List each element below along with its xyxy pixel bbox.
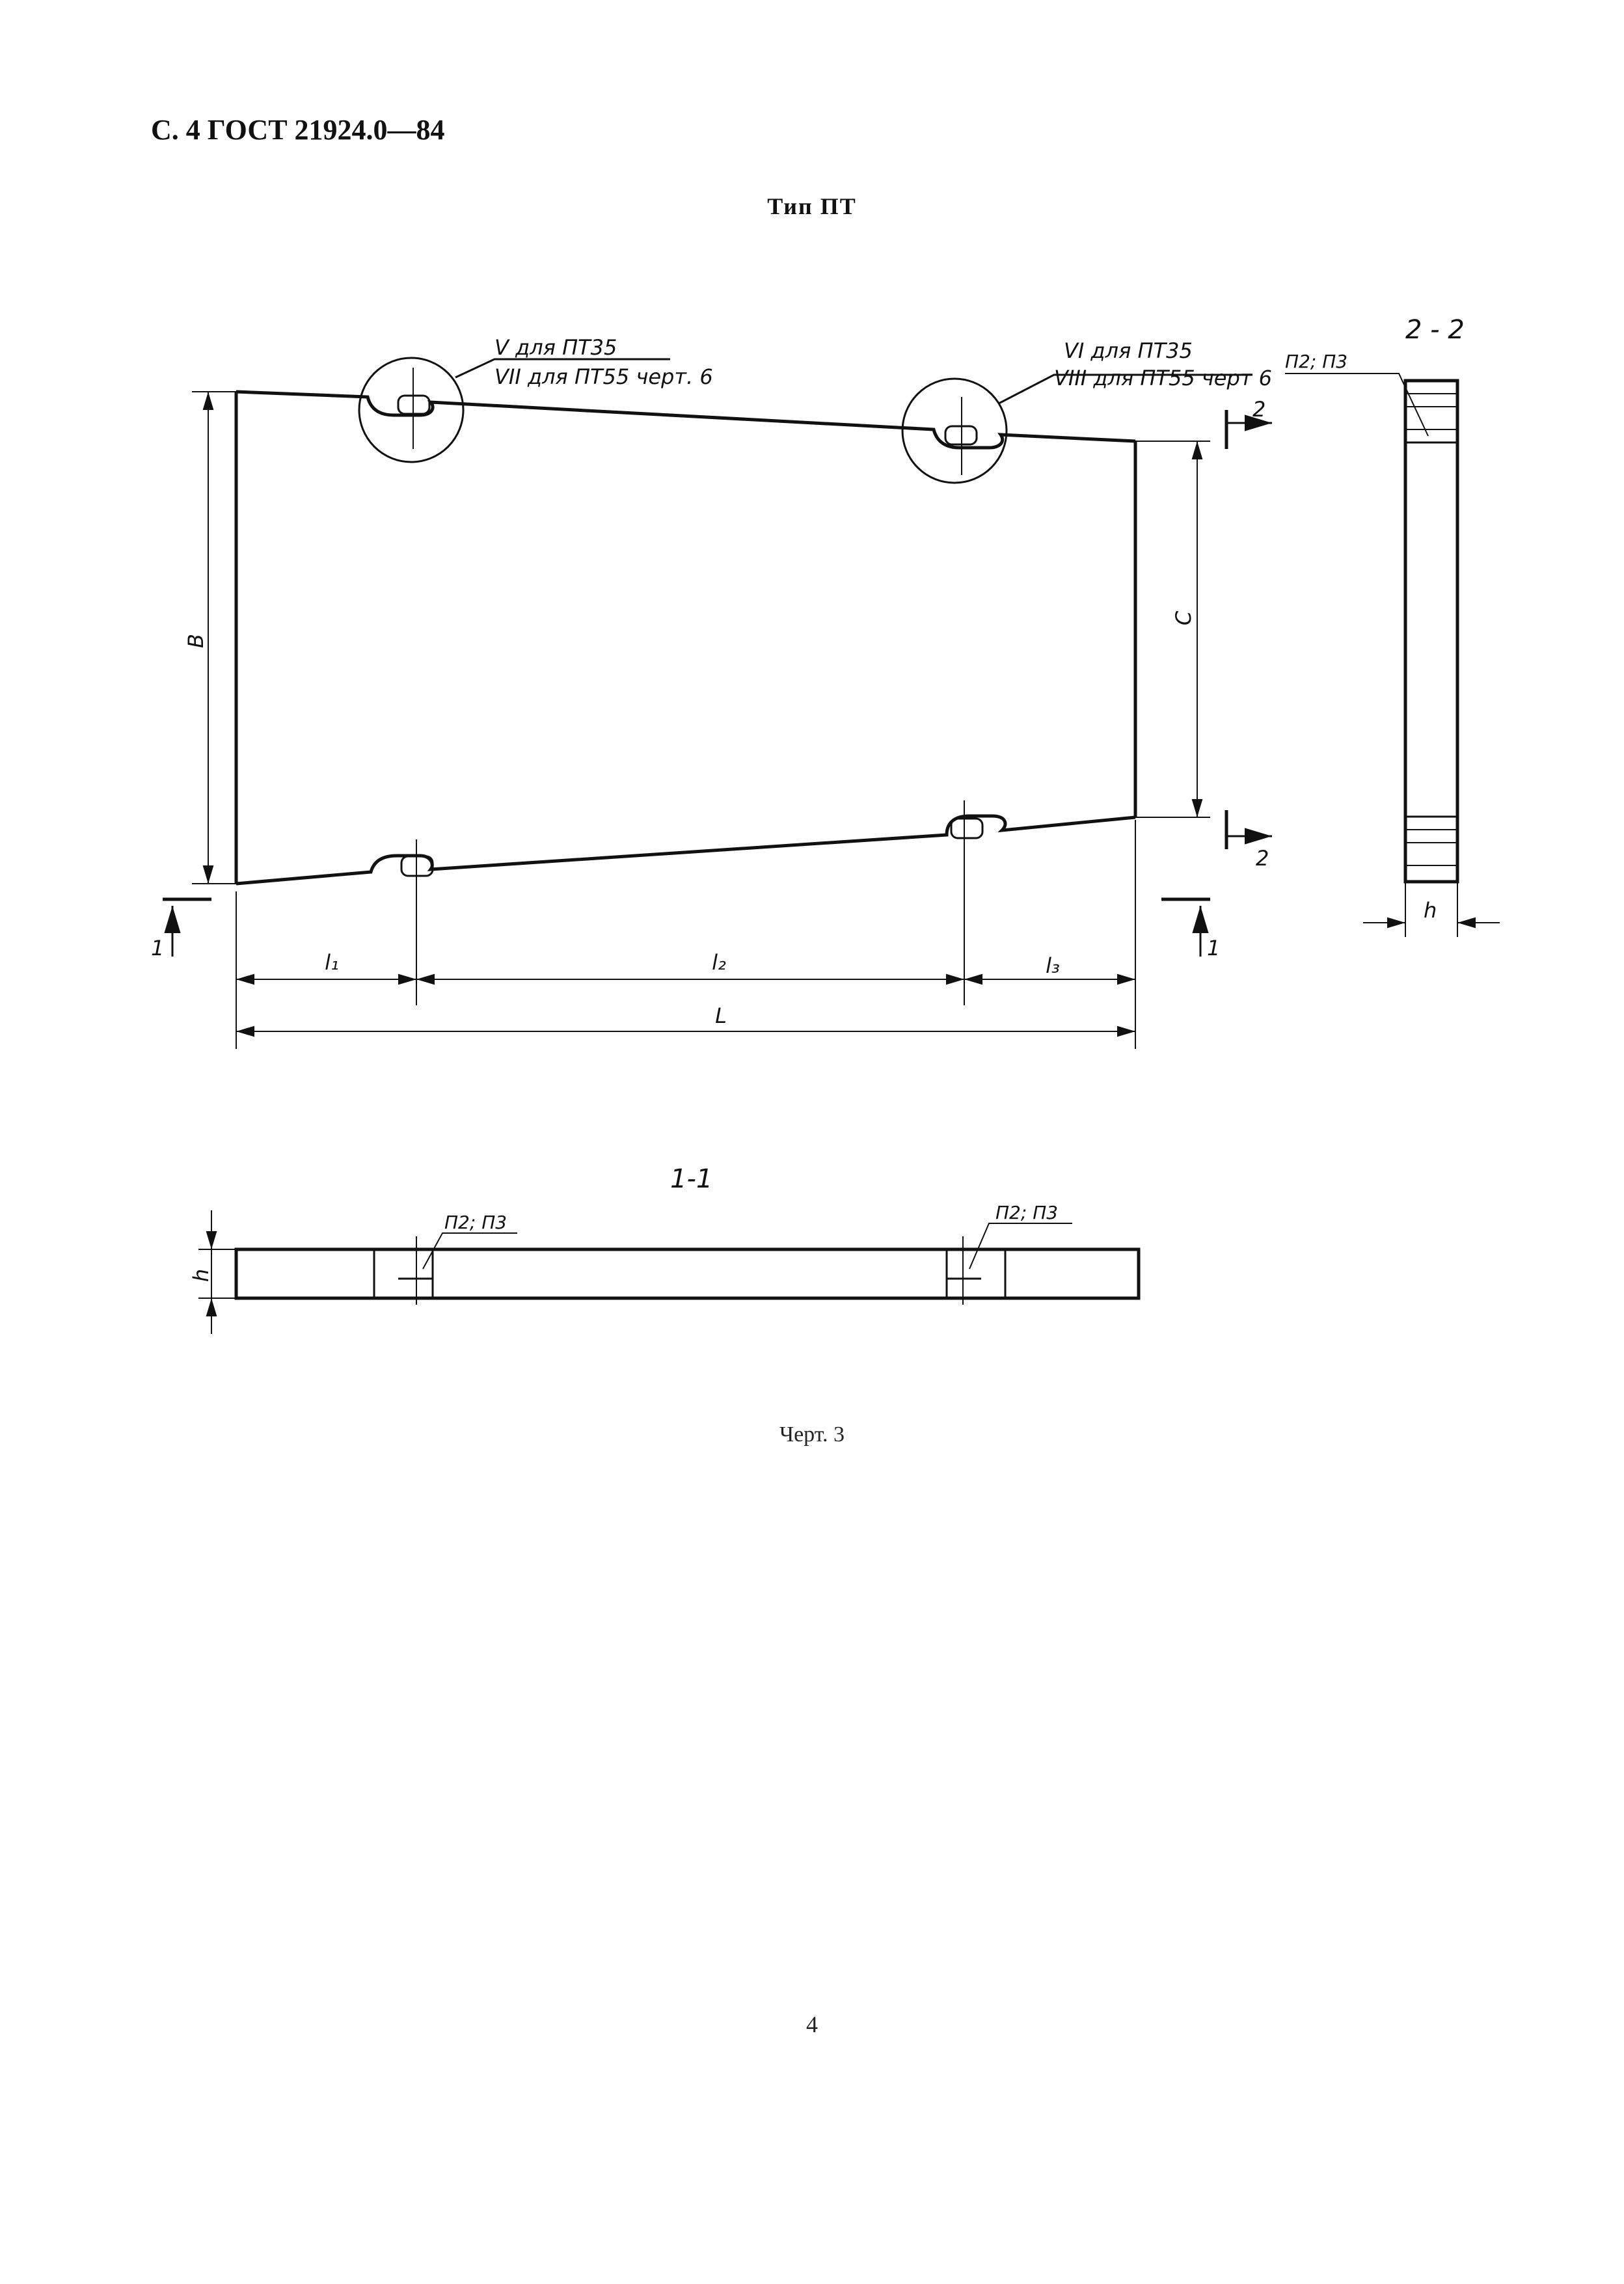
dim-l3-label: l₃ — [1046, 953, 1060, 978]
section-2-view — [1363, 379, 1500, 937]
callout-right-line2: VIII для ПТ55 черт 6 — [1054, 366, 1272, 390]
dimension-C — [1135, 441, 1210, 818]
plan-top-edge — [236, 390, 1136, 450]
detail-circle-left — [358, 357, 465, 463]
plan-view — [234, 357, 1252, 895]
section-mark-1-right — [1161, 897, 1210, 957]
dim-L-label: L — [715, 1003, 727, 1028]
section-mark-1-left-label: 1 — [151, 936, 164, 960]
section-2-dim-h: h — [1424, 898, 1437, 923]
section-mark-2-top-label: 2 — [1252, 397, 1265, 422]
plan-bottom-edge — [236, 814, 1136, 886]
dim-B-label: B — [183, 634, 208, 648]
section-1-view — [198, 1210, 1141, 1334]
callout-left-line2: VII для ПТ55 черт. 6 — [494, 364, 713, 389]
callout-right-line1: VI для ПТ35 — [1064, 338, 1193, 363]
section-1-title: 1-1 — [670, 1164, 712, 1194]
section-mark-1-left — [163, 897, 211, 957]
notch-bottom-right — [950, 817, 984, 839]
figure-caption: Черт. 3 — [779, 1422, 845, 1447]
section-mark-1-right-label: 1 — [1207, 936, 1220, 960]
section-1-label-left: П2; П3 — [444, 1212, 507, 1233]
section-1-label-right: П2; П3 — [995, 1202, 1058, 1223]
section-mark-2-bottom-label: 2 — [1256, 846, 1269, 871]
section-mark-2-bottom — [1225, 810, 1272, 849]
page-number: 4 — [806, 2011, 818, 2037]
page-header: С. 4 ГОСТ 21924.0—84 — [151, 114, 445, 146]
dim-C-label: C — [1171, 610, 1196, 625]
callout-left-line1: V для ПТ35 — [494, 335, 617, 360]
dim-l2-label: l₂ — [712, 950, 726, 975]
detail-circle-right — [901, 377, 1008, 484]
type-title: Тип ПТ — [767, 193, 857, 219]
dimension-B — [192, 391, 236, 884]
section-1-dim-h: h — [189, 1269, 213, 1282]
section-2-label: П2; П3 — [1285, 351, 1347, 372]
dimension-l-chain — [236, 820, 1136, 1049]
section-2-title: 2 - 2 — [1405, 315, 1465, 345]
dim-l1-label: l₁ — [325, 950, 339, 975]
section-mark-2-top — [1225, 410, 1272, 449]
